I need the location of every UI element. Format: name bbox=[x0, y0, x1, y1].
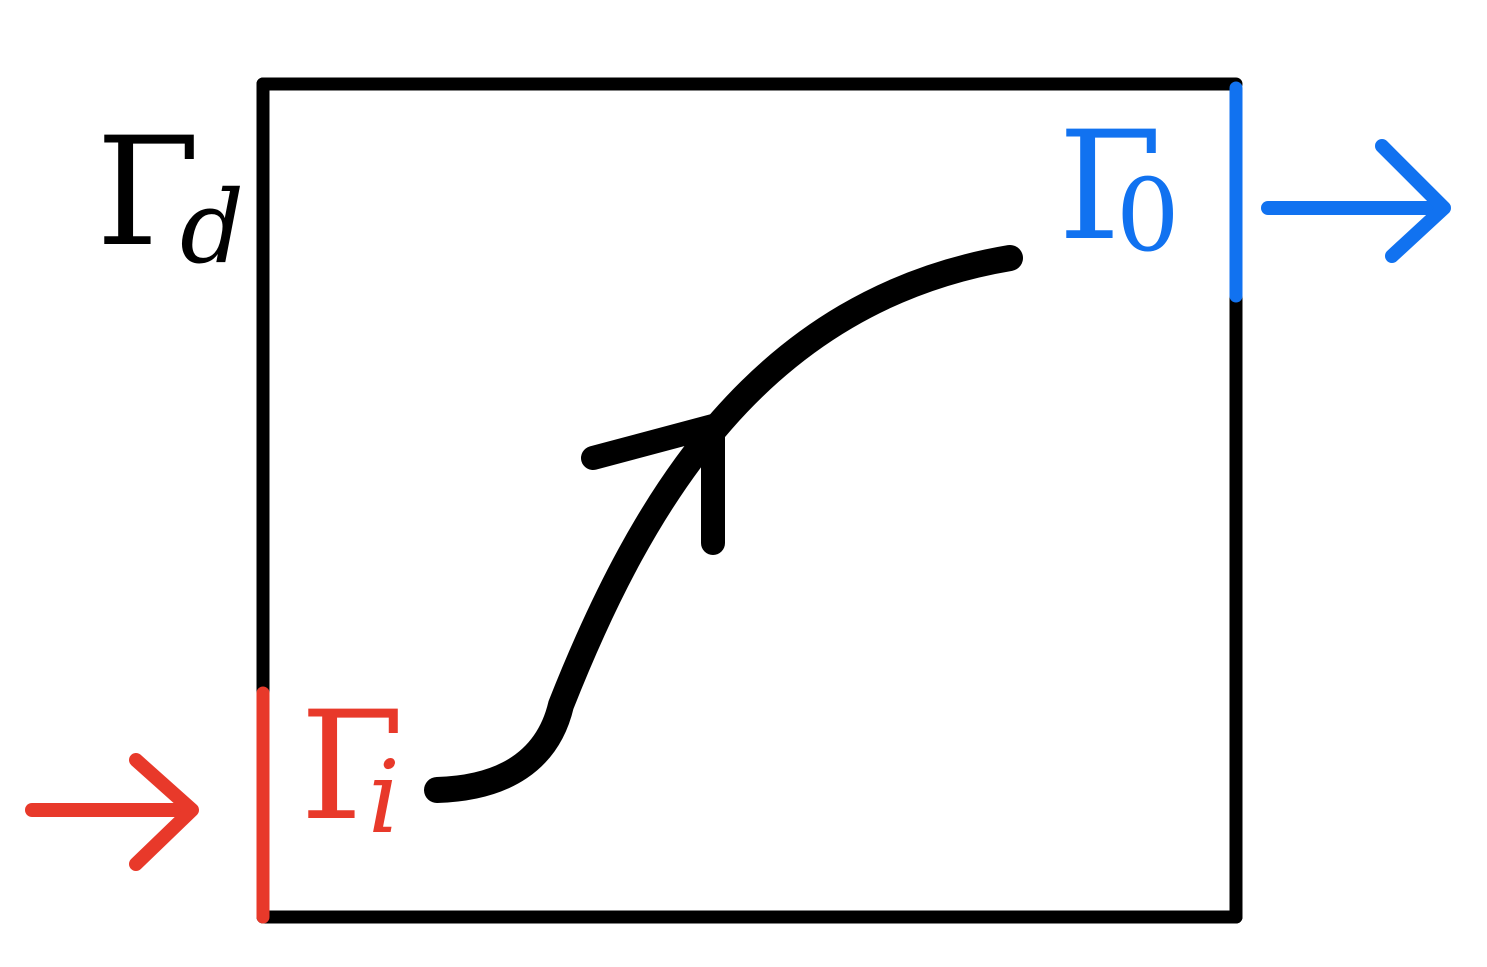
label-gamma-0-sub: 0 bbox=[1116, 157, 1180, 274]
label-gamma-i: Γ i bbox=[300, 680, 404, 856]
label-gamma-0: Γ 0 bbox=[1058, 100, 1180, 274]
label-gamma-d-sub: d bbox=[180, 169, 244, 286]
inflow-arrow bbox=[25, 753, 199, 871]
path-direction-arrowhead bbox=[581, 414, 725, 555]
domain-boundary bbox=[256, 77, 1243, 924]
label-gamma-d-main: Γ bbox=[96, 106, 200, 280]
label-gamma-i-sub: i bbox=[368, 739, 400, 856]
label-gamma-0-main: Γ bbox=[1058, 100, 1162, 274]
label-gamma-d: Γ d bbox=[96, 106, 244, 286]
flow-path bbox=[424, 245, 1023, 803]
outflow-arrow bbox=[1261, 139, 1451, 263]
label-gamma-i-main: Γ bbox=[300, 680, 404, 854]
